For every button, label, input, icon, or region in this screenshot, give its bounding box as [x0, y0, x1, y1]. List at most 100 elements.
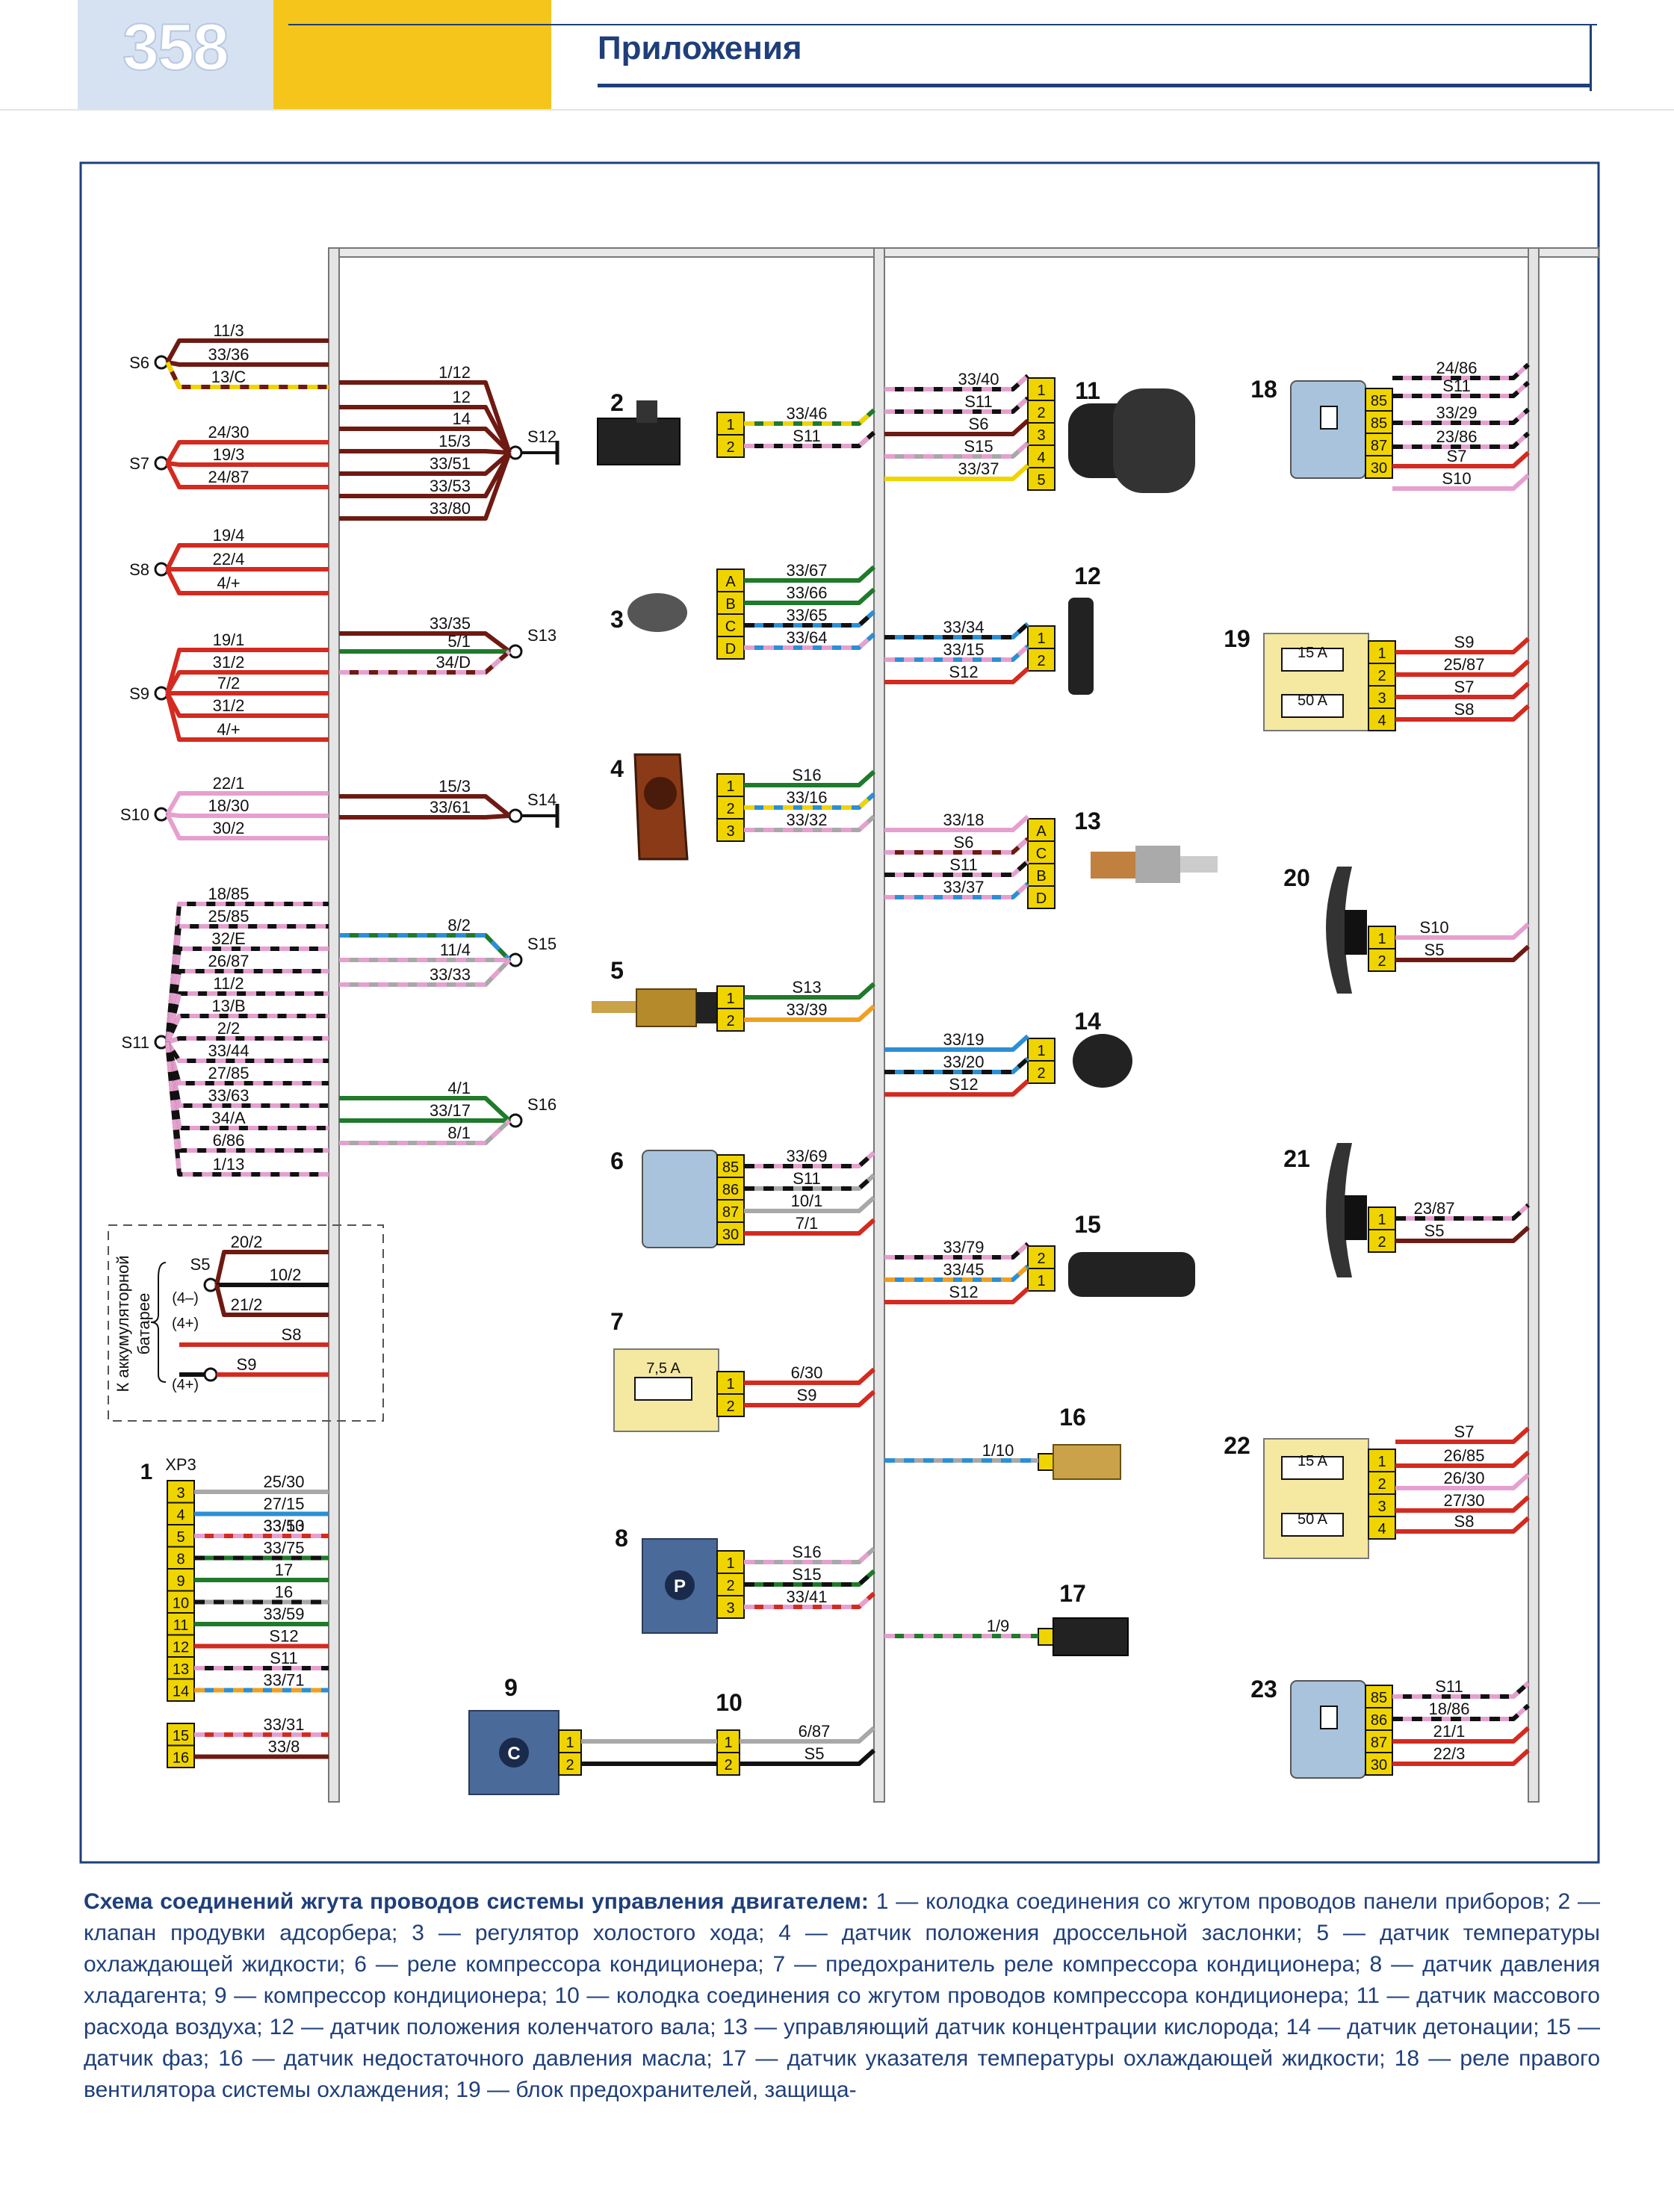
component-8-wire-2 — [744, 1591, 876, 1609]
component-22-connector-pin-2 — [1368, 1493, 1396, 1517]
component-8-connector-pin-label-0: 1 — [726, 1555, 734, 1572]
wire-S11-3-stripe — [165, 969, 329, 1043]
wire-label-S11-1: 25/85 — [208, 907, 249, 926]
xp3-pin-label-10: 10 — [173, 1596, 189, 1612]
component-21-wire-0-stripe — [1395, 1203, 1531, 1221]
component-23-wire-label-0: S11 — [1435, 1677, 1463, 1696]
battery-wire-2 — [214, 1284, 329, 1317]
component-4-wire-label-1: 33/16 — [786, 788, 827, 807]
battery-s8: S8 — [282, 1325, 302, 1344]
component-5-connector-pin-label-1: 2 — [726, 1013, 734, 1029]
component-6-wire-label-3: 7/1 — [796, 1214, 819, 1233]
component-11-wire-1-stripe — [884, 396, 1030, 414]
component-22-fuse-1 — [1281, 1456, 1344, 1480]
component-12-number: 12 — [1074, 563, 1101, 589]
component-10-connector-pin-label-1: 2 — [724, 1757, 732, 1773]
component-19-connector-pin-label-2: 3 — [1377, 690, 1386, 707]
component-18-wire-label-2: 33/29 — [1436, 403, 1477, 422]
component-11-connector-pin-3 — [1027, 444, 1055, 468]
component-11-number: 11 — [1075, 377, 1100, 404]
wire-label-S7-2: 24/87 — [208, 468, 249, 486]
component-22-fuse-label-2: 50 A — [1298, 1511, 1328, 1528]
component-19-connector-pin-label-3: 4 — [1377, 713, 1386, 729]
component-14-number: 14 — [1074, 1008, 1101, 1035]
wire-label-S14-1: 33/61 — [430, 798, 471, 817]
component-8-wire-label-0: S16 — [792, 1543, 821, 1561]
component-6-connector-pin-label-1: 86 — [722, 1182, 739, 1198]
component-11-wire-label-0: 33/40 — [958, 370, 999, 388]
wire-S16-2 — [339, 1118, 512, 1145]
component-3-number: 3 — [610, 606, 624, 633]
component-18-wire-5 — [1392, 473, 1531, 491]
wire-label-S11-5: 13/B — [211, 997, 245, 1015]
battery-title-1: К аккумуляторной — [114, 1255, 132, 1392]
component-11-connector-pin-1 — [1027, 400, 1055, 424]
component-3-body — [627, 593, 687, 632]
section-title: Приложения — [598, 30, 802, 66]
battery-node-s9 — [203, 1367, 218, 1382]
xp3-wire-label-10: 33/71 — [263, 1671, 304, 1690]
component-16-body — [1053, 1444, 1121, 1480]
component-22-number: 22 — [1224, 1432, 1250, 1459]
component-18-wire-2-stripe — [1392, 407, 1531, 425]
component-20-connector-pin-label-1: 2 — [1377, 953, 1386, 970]
component-2-body — [597, 418, 681, 465]
wire-label-S12-0: 1/12 — [438, 363, 471, 382]
component-5-connector-pin-1 — [716, 1008, 745, 1032]
wire-label-S11-6: 2/2 — [217, 1019, 241, 1038]
component-4-shaft — [644, 777, 677, 810]
wire-S7-1 — [167, 461, 329, 467]
component-18-wire-label-4: S7 — [1447, 447, 1467, 465]
wire-S15-0 — [339, 933, 512, 962]
wire-label-S13-2: 34/D — [436, 653, 471, 672]
component-4-wire-2 — [744, 814, 876, 832]
component-23-wire-label-1: 18/86 — [1428, 1700, 1469, 1718]
splice-S16-node — [508, 1113, 523, 1128]
xp3-pin-16 — [167, 1744, 195, 1768]
wire-label-S7-0: 24/30 — [208, 423, 249, 442]
component-19-fuse-1 — [1281, 648, 1344, 672]
wire-label-S9-2: 7/2 — [217, 674, 241, 693]
wire-label-S6-1: 33/36 — [208, 345, 249, 364]
component-19-connector-pin-0 — [1368, 640, 1396, 664]
component-8-symbol: P — [674, 1576, 686, 1596]
splice-S14-node — [508, 808, 523, 823]
component-12-wire-1-stripe — [884, 644, 1030, 662]
xp3-pin-label-3: 3 — [176, 1485, 185, 1502]
xp3-pin-label-13: 13 — [173, 1661, 189, 1678]
wire-S12-3 — [339, 449, 510, 455]
component-12-wire-label-2: S12 — [949, 663, 978, 681]
component-23-connector-pin-0 — [1365, 1685, 1393, 1708]
component-15-body — [1068, 1252, 1195, 1297]
splice-label-S8: S8 — [129, 560, 149, 579]
component-7-fuse-label: 7,5 A — [646, 1360, 681, 1377]
component-23-connector-pin-label-0: 85 — [1371, 1690, 1387, 1706]
component-18-wire-label-3: 23/86 — [1436, 427, 1477, 446]
component-11-wire-label-4: 33/37 — [958, 459, 999, 478]
wire-label-S12-5: 33/53 — [430, 477, 471, 495]
component-20-wire-1 — [1395, 944, 1531, 962]
component-8-connector-pin-label-2: 3 — [726, 1600, 734, 1617]
header-accent — [273, 0, 551, 109]
component-8-wire-label-2: 33/41 — [786, 1587, 827, 1606]
component-12-connector-pin-label-0: 1 — [1037, 631, 1045, 647]
diagram-frame — [79, 161, 1600, 1864]
component-12-wire-label-0: 33/34 — [943, 618, 984, 636]
component-20-wire-0 — [1395, 922, 1531, 940]
component-16-terminal — [1038, 1453, 1054, 1471]
component-11-wire-label-3: S15 — [964, 437, 993, 456]
wire-S8-0 — [165, 543, 329, 571]
battery-wire-label-1: 10/2 — [270, 1265, 302, 1284]
caption-text: 1 — колодка соединения со жгутом проводо… — [84, 1889, 1600, 2102]
component-14-wire-2 — [884, 1079, 1030, 1097]
component-10-connector-pin-label-0: 1 — [724, 1735, 732, 1751]
splice-label-S9: S9 — [129, 684, 149, 703]
component-22-wire-label-4: S8 — [1454, 1512, 1475, 1531]
component-9-symbol-bg — [499, 1738, 529, 1768]
wire-S9-1 — [165, 670, 329, 695]
wire-label-S9-3: 31/2 — [213, 696, 245, 715]
component-18-wire-label-0: 24/86 — [1436, 359, 1477, 377]
component-13-wire-label-0: 33/18 — [943, 811, 984, 829]
component-10-wire-label-0: 6/87 — [799, 1722, 831, 1741]
